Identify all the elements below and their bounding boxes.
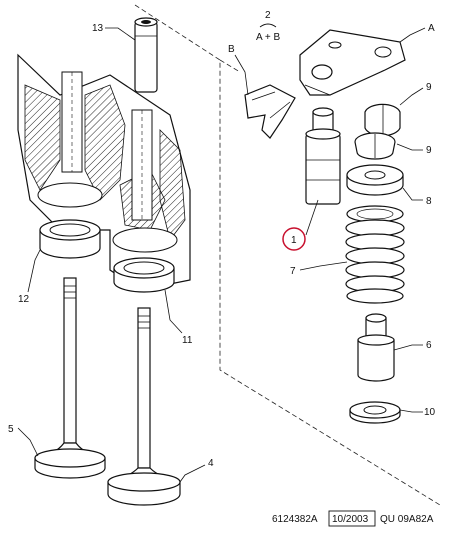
valve-collet-upper [364, 103, 401, 137]
valve-collet-lower [354, 132, 396, 160]
callout-formula: A + B [256, 32, 281, 43]
callout-9-lower: 9 [426, 145, 432, 156]
cylinder-head-section [17, 53, 191, 291]
callout-7: 7 [290, 266, 296, 277]
exhaust-valve [34, 277, 106, 479]
arc-arrow-icon [259, 23, 277, 28]
highlight-circle [282, 227, 306, 251]
footer-date-box [328, 510, 376, 527]
callout-1: 1 [291, 235, 297, 246]
callout-5: 5 [8, 424, 14, 435]
exploded-frame [134, 4, 441, 506]
callout-10: 10 [424, 407, 436, 418]
callout-4: 4 [208, 458, 214, 469]
callout-11: 11 [182, 335, 193, 346]
callout-12: 12 [18, 294, 30, 305]
footer-ref-left: 6124382A [272, 514, 318, 525]
valve-guide [134, 17, 158, 93]
callout-step: 2 [265, 10, 271, 21]
callout-B: B [228, 44, 235, 55]
footer-ref-right: QU 09A82A [380, 514, 434, 525]
valve-seat-intake [113, 257, 175, 293]
footer-date: 10/2003 [332, 514, 369, 525]
intake-valve [107, 307, 181, 506]
callout-9-upper: 9 [426, 82, 432, 93]
callout-6: 6 [426, 340, 432, 351]
callout-A: A [428, 23, 435, 34]
leader-lines [17, 27, 426, 483]
rocker-arm [299, 29, 406, 96]
spring-cap [346, 164, 404, 196]
spring-seat-washer [349, 401, 401, 424]
callout-13: 13 [92, 23, 104, 34]
valve-stem-seal [357, 313, 395, 382]
valve-seat-exhaust [39, 219, 101, 259]
callout-8: 8 [426, 196, 432, 207]
valve-spring [345, 205, 405, 304]
hydraulic-tappet [305, 107, 341, 205]
retaining-clip [244, 84, 296, 139]
